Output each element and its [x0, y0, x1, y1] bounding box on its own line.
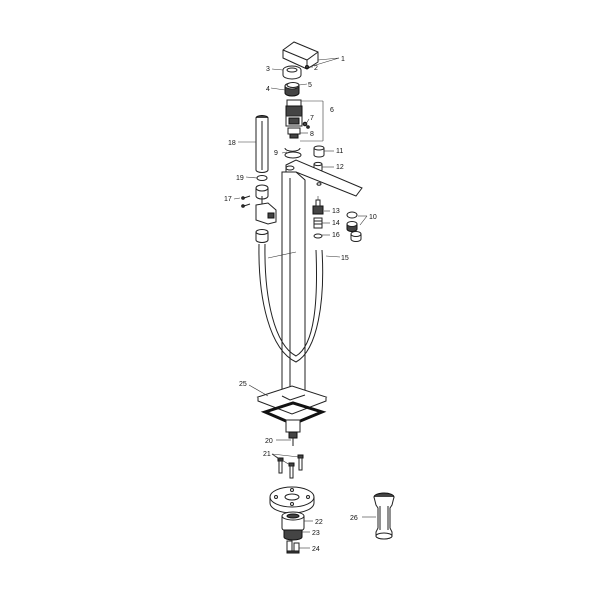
- ring-16: [313, 233, 323, 239]
- label-2: 2: [314, 65, 318, 72]
- label-5: 5: [308, 82, 312, 89]
- cap-11: [313, 145, 325, 158]
- label-17: 17: [224, 196, 232, 203]
- o-ring-5: [286, 82, 300, 88]
- insert-8: [287, 127, 301, 139]
- label-11: 11: [336, 148, 343, 155]
- nut-23: [283, 529, 303, 541]
- o-ring-spout: [284, 151, 302, 159]
- label-12: 12: [336, 164, 344, 171]
- label-15: 15: [341, 255, 349, 262]
- label-6: 6: [330, 107, 334, 114]
- label-24: 24: [312, 546, 320, 553]
- label-26: 26: [350, 515, 358, 522]
- clip-9: [284, 147, 301, 152]
- hose-connector-left: [255, 229, 269, 243]
- label-19: 19: [236, 175, 244, 182]
- bolts-21: [277, 454, 304, 479]
- label-7: 7: [310, 115, 314, 122]
- valve-13: [312, 196, 324, 215]
- label-8: 8: [310, 131, 314, 138]
- hand-shower-18: [255, 115, 269, 173]
- screws-7: [302, 121, 310, 129]
- cartridge-6: [285, 99, 303, 127]
- fitting-14: [313, 217, 323, 229]
- label-20: 20: [265, 438, 273, 445]
- label-18: 18: [228, 140, 236, 147]
- label-25: 25: [239, 381, 247, 388]
- ring-19: [256, 175, 268, 181]
- connector-stub: [285, 419, 301, 446]
- label-14: 14: [332, 220, 340, 227]
- screw-2: [305, 65, 309, 69]
- holder-screws: [241, 195, 251, 208]
- nuts-10: [346, 211, 362, 242]
- label-1: 1: [341, 56, 345, 63]
- sleeve-22: [281, 511, 305, 533]
- label-16: 16: [332, 232, 340, 239]
- base-plate-25: [256, 385, 328, 415]
- label-22: 22: [315, 519, 323, 526]
- fitting-24: [286, 540, 300, 554]
- cover-ring-3: [282, 65, 302, 80]
- leader-lines: [233, 57, 376, 549]
- label-9: 9: [274, 150, 278, 157]
- hose-15: [258, 243, 324, 363]
- holder-17: [255, 184, 277, 225]
- label-3: 3: [266, 66, 270, 73]
- label-4: 4: [266, 86, 270, 93]
- label-10: 10: [369, 214, 377, 221]
- mounting-flange: [269, 486, 315, 514]
- gasket-25: [260, 401, 327, 426]
- label-13: 13: [332, 208, 340, 215]
- lever-handle: [282, 41, 319, 70]
- main-column: [281, 171, 306, 409]
- rough-in-body-26: [373, 492, 395, 540]
- part-labels: 1 2 3 4 5 6 7 8 9 10 11 12 13 14 15 16 1…: [224, 56, 377, 553]
- label-21: 21: [263, 451, 271, 458]
- label-23: 23: [312, 530, 320, 537]
